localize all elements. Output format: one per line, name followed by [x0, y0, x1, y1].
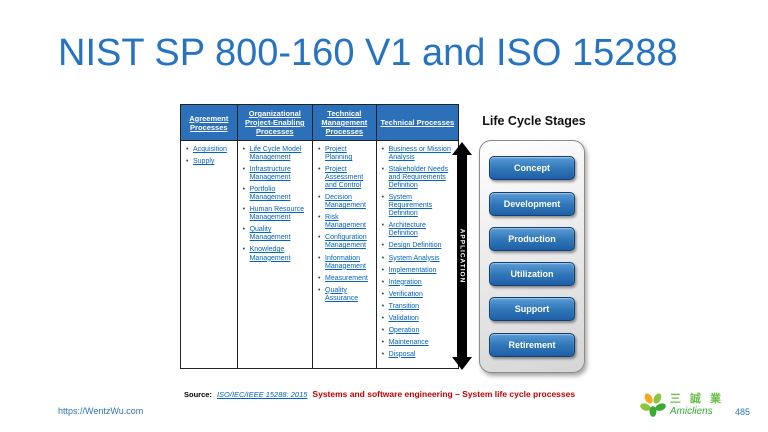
process-item: System Analysis: [382, 255, 456, 263]
stage-utilization: Utilization: [489, 262, 575, 287]
process-item: Infrastructure Management: [243, 166, 310, 182]
process-item: Transition: [382, 303, 456, 311]
process-link[interactable]: Maintenance: [388, 338, 429, 346]
process-link[interactable]: System Requirements Definition: [388, 194, 433, 218]
process-link[interactable]: Knowledge Management: [249, 246, 291, 262]
process-item: Maintenance: [382, 339, 456, 347]
process-column-2: Technical Management ProcessesProject Pl…: [312, 105, 376, 368]
process-link[interactable]: Implementation: [388, 266, 437, 274]
process-link[interactable]: Infrastructure Management: [249, 166, 291, 182]
process-link[interactable]: Quality Assurance: [325, 286, 359, 302]
process-item: Acquisition: [186, 146, 235, 154]
column-header: Agreement Processes: [181, 105, 237, 141]
process-link[interactable]: Verification: [388, 290, 423, 298]
process-item: Human Resource Management: [243, 206, 310, 222]
process-link[interactable]: Validation: [388, 314, 419, 322]
process-item: Implementation: [382, 267, 456, 275]
process-column-0: Agreement ProcessesAcquisitionSupply: [181, 105, 237, 368]
process-item: Verification: [382, 291, 456, 299]
application-arrow-label: APPLICATION: [458, 228, 466, 284]
process-list: AcquisitionSupply: [181, 141, 237, 368]
process-link[interactable]: System Analysis: [388, 254, 440, 262]
flower-logo-icon: [640, 393, 666, 417]
process-link[interactable]: Business or Mission Analysis: [388, 146, 451, 162]
process-item: Life Cycle Model Management: [243, 146, 310, 162]
process-link[interactable]: Information Management: [325, 254, 366, 270]
process-list: Life Cycle Model ManagementInfrastructur…: [238, 141, 312, 368]
process-link[interactable]: Portfolio Management: [249, 186, 291, 202]
process-item: Quality Management: [243, 226, 310, 242]
process-item: Validation: [382, 315, 456, 323]
process-link[interactable]: Architecture Definition: [388, 222, 426, 238]
process-item: Portfolio Management: [243, 186, 310, 202]
process-item: Risk Management: [318, 214, 374, 230]
process-item: Disposal: [382, 351, 456, 359]
process-link[interactable]: Acquisition: [193, 146, 227, 153]
process-link[interactable]: Supply: [193, 158, 215, 166]
stage-concept: Concept: [489, 156, 575, 181]
source-description: Systems and software engineering – Syste…: [312, 389, 576, 399]
process-item: Project Assessment and Control: [318, 166, 374, 190]
process-item: Information Management: [318, 255, 374, 271]
process-item: System Requirements Definition: [382, 194, 456, 218]
process-item: Design Definition: [382, 242, 456, 250]
process-table: Agreement ProcessesAcquisitionSupplyOrga…: [180, 104, 459, 369]
process-link[interactable]: Measurement: [325, 274, 368, 282]
process-item: Integration: [382, 279, 456, 287]
brand-text: 三 誠 業 Amicliens: [670, 393, 724, 417]
process-link[interactable]: Life Cycle Model Management: [249, 146, 302, 162]
process-column-1: Organizational Project-Enabling Processe…: [236, 105, 313, 368]
column-header: Technical Processes: [376, 105, 458, 141]
process-item: Project Planning: [318, 146, 374, 162]
process-link[interactable]: Risk Management: [325, 214, 366, 230]
process-item: Stakeholder Needs and Requirements Defin…: [382, 166, 456, 190]
process-link[interactable]: Decision Management: [325, 194, 366, 210]
process-link[interactable]: Configuration Management: [325, 234, 367, 250]
process-link[interactable]: Integration: [388, 278, 422, 286]
process-item: Operation: [382, 327, 456, 335]
process-item: Configuration Management: [318, 234, 374, 250]
process-item: Quality Assurance: [318, 287, 374, 303]
process-link[interactable]: Disposal: [388, 350, 416, 358]
slide-title: NIST SP 800-160 V1 and ISO 15288: [58, 32, 678, 74]
process-link[interactable]: Transition: [388, 302, 420, 310]
brand-logo: 三 誠 業 Amicliens: [640, 392, 724, 418]
brand-name-en: Amicliens: [669, 405, 713, 417]
process-item: Measurement: [318, 275, 374, 283]
source-label: Source:: [184, 390, 212, 399]
process-link[interactable]: Design Definition: [388, 242, 442, 250]
process-link[interactable]: Project Assessment and Control: [325, 166, 364, 190]
process-item: Architecture Definition: [382, 222, 456, 238]
arrow-shaft: APPLICATION: [457, 155, 467, 357]
process-link[interactable]: Stakeholder Needs and Requirements Defin…: [388, 166, 449, 190]
process-link[interactable]: Operation: [388, 326, 420, 334]
arrow-up-icon: [452, 142, 472, 155]
process-list: Project PlanningProject Assessment and C…: [313, 141, 376, 368]
process-item: Decision Management: [318, 194, 374, 210]
source-link[interactable]: ISO/IEC/IEEE 15288: 2015: [216, 390, 308, 399]
stage-development: Development: [489, 191, 575, 216]
brand-name-cn: 三 誠 業: [669, 392, 724, 405]
process-column-3: Technical ProcessesBusiness or Mission A…: [375, 105, 458, 368]
process-item: Knowledge Management: [243, 246, 310, 262]
footer-url-link[interactable]: https://WentzWu.com: [58, 406, 144, 416]
source-line: Source: ISO/IEC/IEEE 15288: 2015 Systems…: [184, 389, 575, 399]
lifecycle-heading: Life Cycle Stages: [482, 114, 586, 128]
process-item: Supply: [186, 158, 235, 166]
stage-production: Production: [489, 226, 575, 251]
arrow-down-icon: [452, 357, 472, 370]
stage-retirement: Retirement: [489, 332, 575, 357]
process-item: Business or Mission Analysis: [382, 146, 456, 162]
stage-support: Support: [489, 297, 575, 322]
column-header: Technical Management Processes: [313, 105, 376, 141]
page-number: 485: [734, 407, 750, 417]
process-link[interactable]: Human Resource Management: [249, 206, 305, 222]
process-link[interactable]: Quality Management: [249, 226, 291, 242]
application-arrow: APPLICATION: [451, 142, 473, 370]
column-header: Organizational Project-Enabling Processe…: [237, 105, 313, 141]
process-link[interactable]: Project Planning: [325, 146, 353, 162]
process-list: Business or Mission AnalysisStakeholder …: [377, 141, 458, 368]
